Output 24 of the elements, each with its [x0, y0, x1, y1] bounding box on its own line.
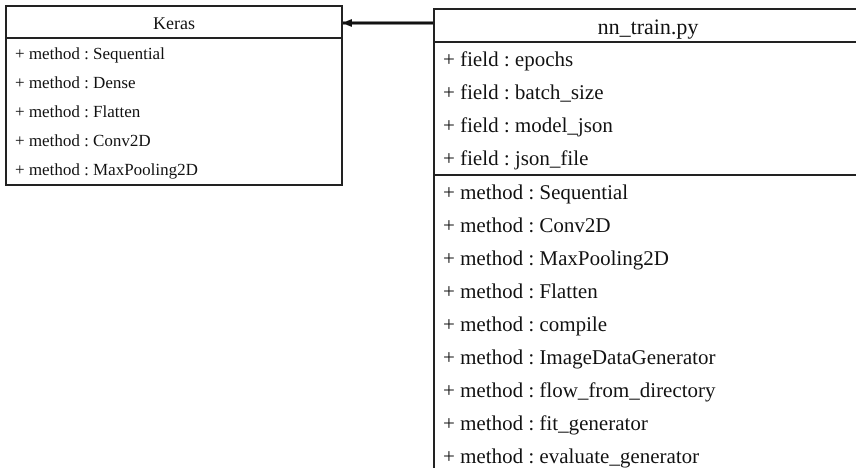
member-text: + field : epochs — [443, 46, 574, 73]
member-text: + method : Sequential — [15, 43, 165, 65]
class-compartment — [435, 174, 856, 468]
member-text: + method : fit_generator — [443, 410, 648, 437]
arrow — [342, 19, 433, 27]
member-text: + method : Conv2D — [15, 130, 151, 152]
member-text: + field : batch_size — [443, 79, 604, 106]
class-box — [5, 5, 343, 186]
member-text: + method : Flatten — [15, 101, 140, 123]
member-text: + method : MaxPooling2D — [15, 159, 198, 181]
class-name: nn_train.py — [596, 13, 700, 41]
member-text: + method : Dense — [15, 72, 136, 94]
class-name: Keras — [152, 12, 196, 35]
member-text: + method : ImageDataGenerator — [443, 344, 716, 371]
member-text: + method : compile — [443, 311, 608, 338]
member-text: + method : flow_from_directory — [443, 377, 716, 404]
member-text: + method : Flatten — [443, 278, 598, 305]
member-text: + method : evaluate_generator — [443, 443, 700, 468]
member-text: + field : json_file — [443, 145, 588, 172]
class-box — [433, 8, 856, 468]
member-text: + field : model_json — [443, 112, 613, 139]
member-text: + method : Sequential — [443, 179, 628, 206]
member-text: + method : Conv2D — [443, 212, 611, 239]
member-text: + method : MaxPooling2D — [443, 245, 669, 272]
